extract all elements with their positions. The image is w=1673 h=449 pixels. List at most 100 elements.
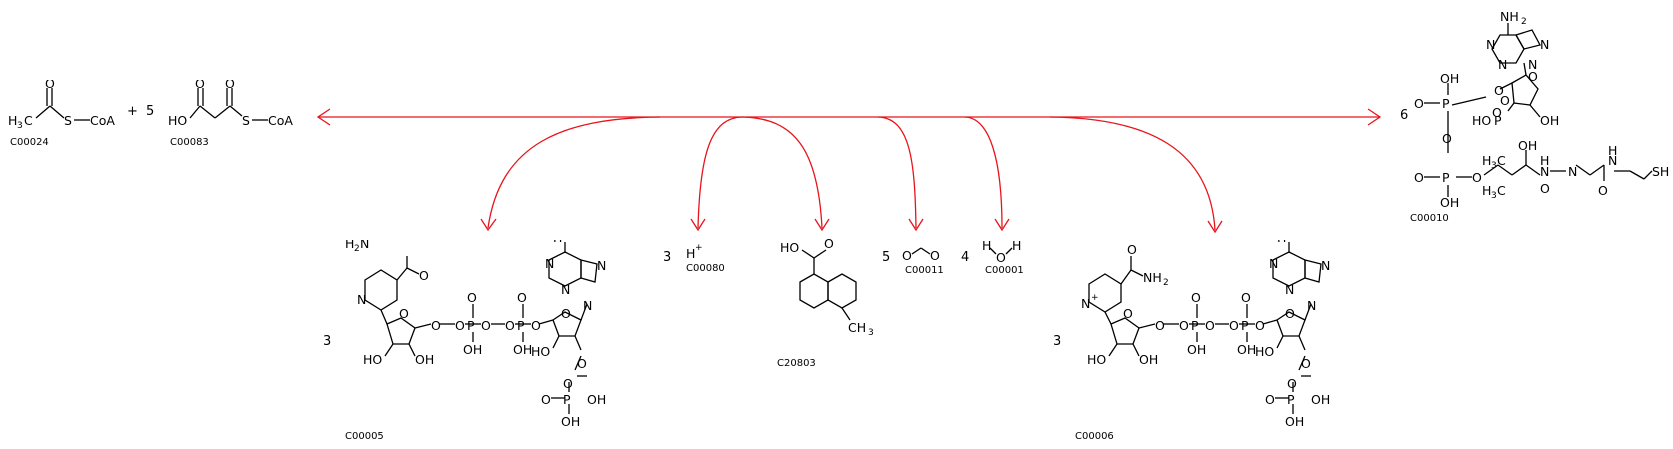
atom-ho: HO — [1087, 352, 1106, 367]
molecule-c20803: HO O CH 3 — [780, 238, 874, 338]
atom-o: O — [195, 80, 205, 91]
atom-o: O — [1287, 376, 1297, 391]
atom-oh: OH — [1187, 342, 1206, 357]
molecule-c00080: H + — [686, 243, 703, 261]
atom-n: N — [561, 282, 570, 297]
atom-o: O — [1500, 93, 1510, 108]
atom-o: O — [1241, 290, 1251, 305]
main-arrow — [316, 108, 1382, 126]
atom-h: H — [982, 238, 991, 253]
atom-ho: HO — [363, 352, 382, 367]
compound-code: C00010 — [1410, 213, 1449, 224]
atom-o: O — [1127, 242, 1137, 257]
atom-oh: OH — [415, 352, 434, 367]
atom-c: C — [24, 113, 33, 128]
atom-o: O — [1255, 318, 1265, 333]
atom-n: N — [1528, 57, 1537, 72]
atom-s: S — [242, 113, 250, 128]
atom-p: P — [563, 392, 571, 407]
atom-p: P — [1494, 113, 1502, 128]
compound-code: C00005 — [345, 431, 384, 442]
molecule-c00005: H 2 N O N O OH HO O O P O OH O O P O OH … — [345, 240, 606, 429]
atom-o: O — [1494, 83, 1504, 98]
atom-nh2: NH — [1500, 9, 1519, 24]
atom-n: N — [360, 240, 369, 251]
atom-n: N — [1540, 164, 1549, 179]
atom-o: O — [1528, 69, 1538, 84]
atom-h3c: H — [1482, 153, 1491, 168]
atom-coa: CoA — [90, 113, 115, 128]
atom-sub: 3 — [868, 328, 874, 338]
atom-o: O — [399, 306, 409, 321]
molecule-c00083: HO O O S CoA — [168, 80, 293, 128]
atom-h3c: H — [1482, 183, 1491, 198]
atom-n: N — [1498, 57, 1507, 72]
atom-p: P — [467, 318, 475, 333]
atom-h2n: H — [553, 240, 562, 245]
atom-oh: OH — [1540, 113, 1559, 128]
coefficient: 3 — [323, 334, 332, 349]
atom-n: N — [1081, 296, 1090, 311]
compound-code: C00011 — [905, 265, 944, 276]
coefficient: 3 — [663, 250, 672, 265]
plus-sign: + — [127, 104, 138, 119]
charge: + — [1091, 293, 1099, 303]
compound-code: C00006 — [1075, 431, 1114, 442]
atom-o: O — [1540, 181, 1550, 196]
atom-oh: OH — [561, 414, 580, 429]
atom-o: O — [563, 376, 573, 391]
atom-c: C — [1497, 153, 1506, 168]
atom-o: O — [1229, 318, 1239, 333]
compound-code: C00024 — [10, 137, 49, 148]
atom-sub: 3 — [1491, 191, 1497, 201]
atom-sub: 2 — [1521, 17, 1527, 27]
atom-n: N — [1608, 153, 1617, 168]
coefficient: 5 — [882, 250, 891, 265]
atom-o: O — [1285, 306, 1295, 321]
atom-h2n: H — [1277, 240, 1286, 245]
atom-sub: 3 — [1491, 161, 1497, 171]
atom-o: O — [455, 318, 465, 333]
atom-o: O — [1123, 306, 1133, 321]
atom-sub: 3 — [17, 121, 23, 131]
atom-ho: HO — [531, 344, 550, 359]
atom-oh: OH — [463, 342, 482, 357]
atom-o: O — [561, 306, 571, 321]
atom-ho: HO — [1472, 113, 1491, 128]
atom-n: N — [1269, 256, 1278, 271]
atom-n: N — [1307, 298, 1316, 313]
atom-h: H — [686, 246, 695, 261]
atom-o: O — [225, 80, 235, 91]
atom-ch3: CH — [848, 320, 866, 335]
atom-n: N — [1486, 37, 1495, 52]
atom-o: O — [1414, 96, 1424, 111]
atom-n: N — [597, 258, 606, 273]
coefficient: 6 — [1400, 108, 1409, 123]
atom-o: O — [1414, 170, 1424, 185]
atom-o: O — [577, 356, 587, 371]
atom-sub: 2 — [354, 244, 360, 254]
atom-o: O — [996, 250, 1006, 265]
atom-o: O — [1205, 318, 1215, 333]
atom-p: P — [517, 318, 525, 333]
atom-h: H — [1540, 153, 1549, 168]
compound-code: C00083 — [170, 137, 209, 148]
coefficient: 4 — [961, 250, 970, 265]
atom-n: N — [357, 292, 366, 307]
atom-h: H — [8, 113, 17, 128]
atom-n: N — [1321, 258, 1330, 273]
atom-o: O — [902, 248, 912, 263]
atom-p: P — [1191, 318, 1199, 333]
atom-oh: OH — [1440, 195, 1459, 210]
atom-o: O — [541, 392, 551, 407]
atom-o: O — [824, 238, 834, 251]
atom-n: N — [583, 298, 592, 313]
atom-oh: OH — [587, 392, 606, 407]
atom-coa: CoA — [268, 113, 293, 128]
atom-n: N — [545, 256, 554, 271]
atom-oh: OH — [1139, 352, 1158, 367]
atom-nh2: NH — [1143, 270, 1162, 285]
molecule-c00001: H O H — [982, 238, 1021, 265]
atom-o: O — [467, 290, 477, 305]
